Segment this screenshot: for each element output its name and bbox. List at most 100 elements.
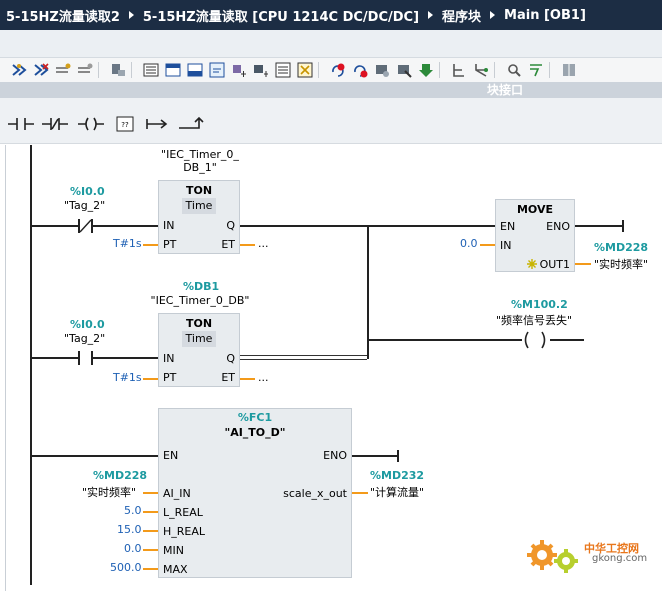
absolute-address-icon[interactable] bbox=[230, 62, 247, 79]
coil-tag[interactable]: "频率信号丢失" bbox=[496, 314, 573, 327]
find-icon[interactable] bbox=[505, 62, 522, 79]
fc-pin-max: MAX bbox=[163, 563, 188, 576]
breadcrumb: 5-15HZ流量读取2 5-15HZ流量读取 [CPU 1214C DC/DC/… bbox=[0, 0, 662, 30]
network-margin bbox=[0, 145, 6, 591]
contact2-tag[interactable]: "Tag_2" bbox=[64, 332, 106, 345]
move-pin-en: EN bbox=[500, 220, 516, 233]
timer2-pin-pt: PT bbox=[163, 371, 177, 384]
call-structure-icon[interactable] bbox=[472, 62, 489, 79]
contact1-right-bar bbox=[91, 219, 93, 233]
timer1-subtype[interactable]: Time bbox=[182, 198, 216, 214]
network-copy-icon[interactable] bbox=[76, 62, 93, 79]
fc-h-real-value[interactable]: 15.0 bbox=[117, 523, 142, 536]
timer2-pin-q: Q bbox=[226, 352, 235, 365]
block-interface-label[interactable]: 块接口 bbox=[487, 83, 524, 97]
nc-contact-button[interactable] bbox=[40, 113, 70, 135]
no-contact-button[interactable] bbox=[6, 113, 36, 135]
move-in-value[interactable]: 0.0 bbox=[460, 237, 478, 250]
block-view-icon[interactable] bbox=[164, 62, 181, 79]
no-contact-icon bbox=[8, 118, 34, 130]
empty-box-button[interactable]: ?? bbox=[110, 113, 140, 135]
download-icon[interactable] bbox=[109, 62, 126, 79]
timer1-type: TON bbox=[185, 184, 213, 197]
move-type: MOVE bbox=[516, 203, 554, 216]
network-star-icon[interactable] bbox=[54, 62, 71, 79]
coil-symbol-icon[interactable] bbox=[520, 330, 550, 350]
timer2-pt-value[interactable]: T#1s bbox=[113, 371, 142, 384]
timer2-address[interactable]: %DB1 bbox=[183, 280, 220, 293]
branch-line bbox=[367, 225, 369, 357]
comment-icon[interactable] bbox=[208, 62, 225, 79]
fc-max-value[interactable]: 500.0 bbox=[110, 561, 142, 574]
contact1-tag[interactable]: "Tag_2" bbox=[64, 199, 106, 212]
watermark-url: gkong.com bbox=[592, 553, 648, 564]
ladder-element-bar bbox=[0, 98, 662, 144]
insert-call-icon[interactable] bbox=[450, 62, 467, 79]
block-interface-bar[interactable]: 块接口 bbox=[0, 82, 662, 98]
insert-network-icon[interactable] bbox=[10, 62, 27, 79]
contact1-address[interactable]: %I0.0 bbox=[70, 185, 105, 198]
compare-icon[interactable] bbox=[560, 62, 577, 79]
modify-icon[interactable] bbox=[395, 62, 412, 79]
editor-toolbar bbox=[0, 58, 662, 82]
fc-block[interactable]: %FC1 "AI_TO_D" EN ENO AI_IN scale_x_out … bbox=[158, 408, 352, 578]
fc-out-tag[interactable]: "计算流量" bbox=[370, 486, 425, 499]
move-pin-out: OUT1 bbox=[539, 258, 570, 271]
breadcrumb-separator-icon bbox=[428, 11, 434, 19]
nc-contact-icon bbox=[42, 118, 68, 130]
fc-pin-scale-out: scale_x_out bbox=[283, 487, 347, 500]
fc-pin-en: EN bbox=[163, 449, 179, 462]
monitor-icon[interactable] bbox=[373, 62, 390, 79]
go-to-next-error-icon[interactable] bbox=[351, 62, 368, 79]
timer2-instance[interactable]: "IEC_Timer_0_DB" bbox=[150, 294, 250, 307]
go-to-error-icon[interactable] bbox=[329, 62, 346, 79]
timer1-et-value[interactable]: ... bbox=[258, 237, 269, 250]
coil-address[interactable]: %M100.2 bbox=[511, 298, 568, 311]
list-view-icon[interactable] bbox=[142, 62, 159, 79]
move-out-address[interactable]: %MD228 bbox=[594, 241, 649, 254]
close-branch-button[interactable] bbox=[176, 113, 206, 135]
fc-min-value[interactable]: 0.0 bbox=[124, 542, 142, 555]
timer1-pt-value[interactable]: T#1s bbox=[113, 237, 142, 250]
contact2-address[interactable]: %I0.0 bbox=[70, 318, 105, 331]
move-out-tag[interactable]: "实时频率" bbox=[594, 258, 649, 271]
timer2-block[interactable]: TON Time IN Q PT ET bbox=[158, 313, 240, 387]
timer1-pin-pt: PT bbox=[163, 238, 177, 251]
close-branch-icon bbox=[179, 116, 204, 129]
favorites-icon[interactable] bbox=[296, 62, 313, 79]
power-rail bbox=[30, 145, 32, 585]
open-branch-icon bbox=[146, 119, 168, 129]
fc-ai-in-address[interactable]: %MD228 bbox=[93, 469, 148, 482]
move-pin-eno: ENO bbox=[546, 220, 570, 233]
contact1-left-bar bbox=[78, 219, 80, 233]
move-block[interactable]: MOVE EN ENO IN OUT1 bbox=[495, 199, 575, 272]
window-strip bbox=[0, 30, 662, 58]
fc-name[interactable]: "AI_TO_D" bbox=[224, 426, 286, 439]
timer1-instance[interactable]: "IEC_Timer_0_ bbox=[161, 148, 239, 161]
download-to-device-icon[interactable] bbox=[417, 62, 434, 79]
toggle-list-icon[interactable] bbox=[274, 62, 291, 79]
online-monitor-icon[interactable] bbox=[527, 62, 544, 79]
breadcrumb-block[interactable]: Main [OB1] bbox=[504, 7, 586, 23]
delete-network-icon[interactable] bbox=[32, 62, 49, 79]
fc-address[interactable]: %FC1 bbox=[237, 411, 273, 424]
breadcrumb-device[interactable]: 5-15HZ流量读取 [CPU 1214C DC/DC/DC] bbox=[142, 9, 420, 25]
open-branch-button[interactable] bbox=[142, 113, 172, 135]
timer2-et-value[interactable]: ... bbox=[258, 371, 269, 384]
fc-l-real-value[interactable]: 5.0 bbox=[124, 504, 142, 517]
timer2-subtype[interactable]: Time bbox=[182, 331, 216, 347]
interface-view-icon[interactable] bbox=[186, 62, 203, 79]
tag-info-icon[interactable] bbox=[252, 62, 269, 79]
timer1-pin-q: Q bbox=[226, 219, 235, 232]
fc-out-address[interactable]: %MD232 bbox=[370, 469, 425, 482]
fc-ai-in-tag[interactable]: "实时频率" bbox=[82, 486, 137, 499]
breadcrumb-folder[interactable]: 程序块 bbox=[442, 9, 482, 25]
coil-button[interactable] bbox=[76, 113, 106, 135]
svg-text:??: ?? bbox=[121, 121, 129, 129]
contact2-left-bar bbox=[78, 351, 80, 365]
timer1-instance-line2[interactable]: DB_1" bbox=[183, 161, 217, 174]
fc-pin-min: MIN bbox=[163, 544, 184, 557]
fc-pin-l-real: L_REAL bbox=[163, 506, 203, 519]
timer1-block[interactable]: TON Time IN Q PT ET bbox=[158, 180, 240, 254]
breadcrumb-project[interactable]: 5-15HZ流量读取2 bbox=[6, 9, 120, 25]
